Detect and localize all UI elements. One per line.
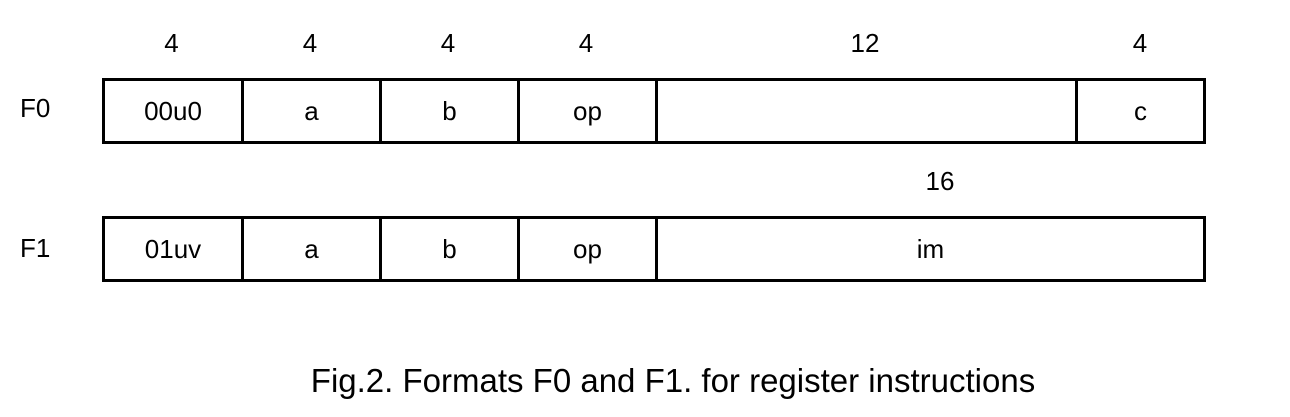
f0-bits-3: 4 bbox=[578, 28, 594, 58]
f0-bits-2: 4 bbox=[440, 28, 456, 58]
f1-field-a: a bbox=[244, 219, 382, 279]
f1-field-op: op bbox=[520, 219, 658, 279]
f0-field-b: b bbox=[382, 81, 520, 141]
f0-field-unused bbox=[658, 81, 1078, 141]
f0-format-row: 00u0 a b op c bbox=[102, 78, 1206, 144]
f0-field-c: c bbox=[1134, 95, 1147, 126]
f0-field-a: a bbox=[244, 81, 382, 141]
f1-bits-im: 16 bbox=[925, 166, 955, 196]
f0-bits-0: 4 bbox=[164, 28, 179, 58]
f0-field-op: op bbox=[520, 81, 658, 141]
figure-caption: Fig.2. Formats F0 and F1. for register i… bbox=[310, 362, 1036, 399]
f1-field-opcode: 01uv bbox=[105, 219, 244, 279]
f0-bits-4: 12 bbox=[850, 28, 880, 58]
f1-field-im: im bbox=[916, 233, 945, 264]
f0-bits-5: 4 bbox=[1132, 28, 1148, 58]
f1-field-b: b bbox=[382, 219, 520, 279]
f0-format-label: F0 bbox=[20, 93, 51, 123]
f1-format-row: 01uv a b op im bbox=[102, 216, 1206, 282]
f1-format-label: F1 bbox=[20, 233, 51, 263]
f0-bits-1: 4 bbox=[302, 28, 318, 58]
f0-field-opcode: 00u0 bbox=[105, 81, 244, 141]
